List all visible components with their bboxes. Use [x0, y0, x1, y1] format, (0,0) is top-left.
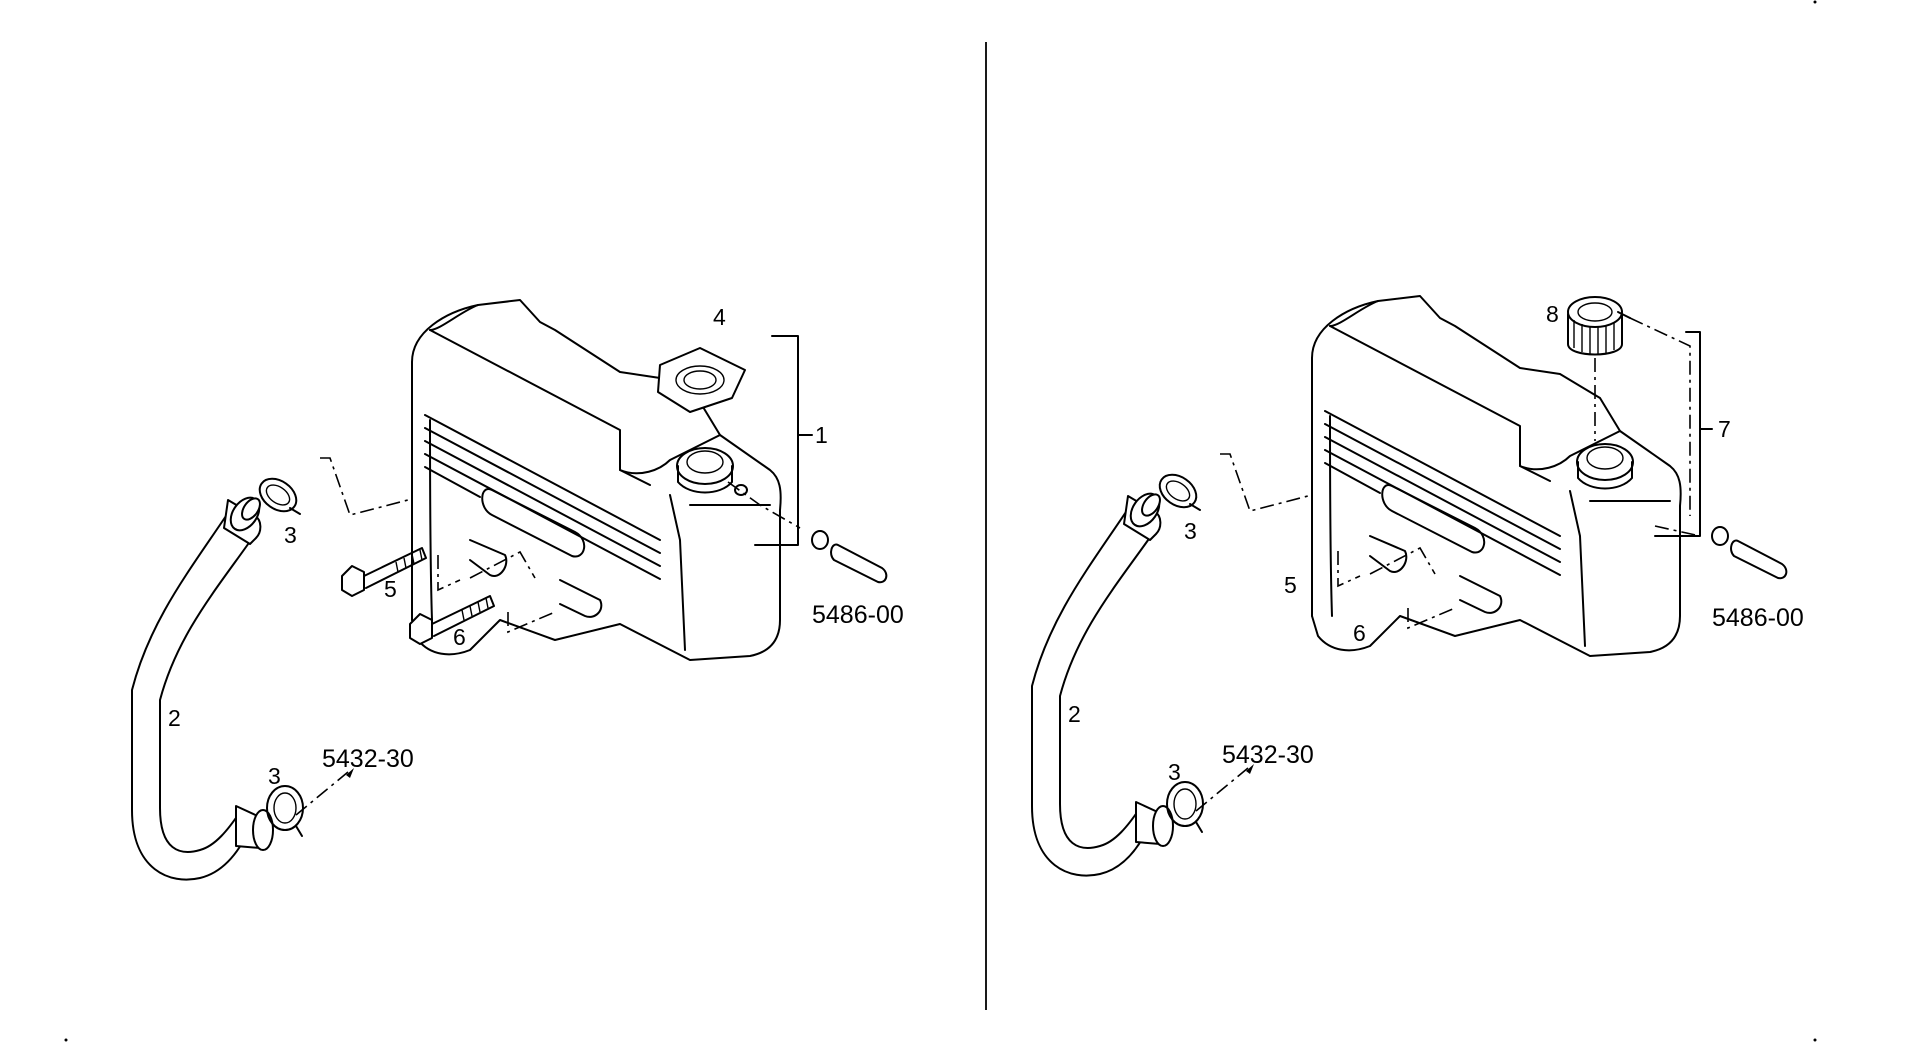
corner-mark — [1813, 0, 1817, 4]
callout-7: 7 — [1718, 416, 1731, 442]
hose-clamp-lower — [266, 785, 304, 837]
callout-5: 5 — [1284, 572, 1297, 598]
bolt-item-6 — [409, 595, 495, 645]
filler-cap-item-8 — [1567, 296, 1631, 356]
callout-4: 4 — [713, 304, 726, 330]
callout-3-upper: 3 — [284, 522, 297, 548]
callout-3-upper: 3 — [1184, 518, 1197, 544]
hose-clamp-lower — [1166, 781, 1204, 833]
callout-5: 5 — [384, 576, 397, 602]
ref-outlet: 5486-00 — [812, 601, 904, 629]
bolt-item-5 — [341, 547, 427, 597]
tank-body — [411, 299, 782, 661]
callout-6: 6 — [453, 624, 466, 650]
outlet-pipe — [1711, 526, 1788, 580]
tank-body — [1311, 295, 1682, 657]
callout-2: 2 — [168, 705, 181, 731]
callout-3-lower: 3 — [1168, 759, 1181, 785]
callout-1: 1 — [815, 422, 828, 448]
hose-item-2 — [1031, 492, 1174, 877]
callout-2: 2 — [1068, 701, 1081, 727]
callout-3-lower: 3 — [268, 763, 281, 789]
corner-mark — [64, 1038, 68, 1042]
outlet-pipe — [811, 530, 888, 584]
right-view: 8 7 3 5 6 2 3 5486-00 5432-30 — [1031, 295, 1804, 877]
gasket-item-4 — [657, 347, 746, 413]
ref-hose: 5432-30 — [322, 745, 414, 773]
left-view: 4 1 3 5 6 2 3 5486-00 5432-30 — [131, 299, 904, 881]
callout-6: 6 — [1353, 620, 1366, 646]
hose-item-2 — [131, 496, 274, 881]
ref-hose: 5432-30 — [1222, 741, 1314, 769]
corner-mark — [1813, 1038, 1817, 1042]
ref-outlet: 5486-00 — [1712, 604, 1804, 632]
hose-clamp-upper — [1158, 473, 1201, 511]
hose-clamp-upper — [258, 477, 301, 515]
callout-8: 8 — [1546, 301, 1559, 327]
